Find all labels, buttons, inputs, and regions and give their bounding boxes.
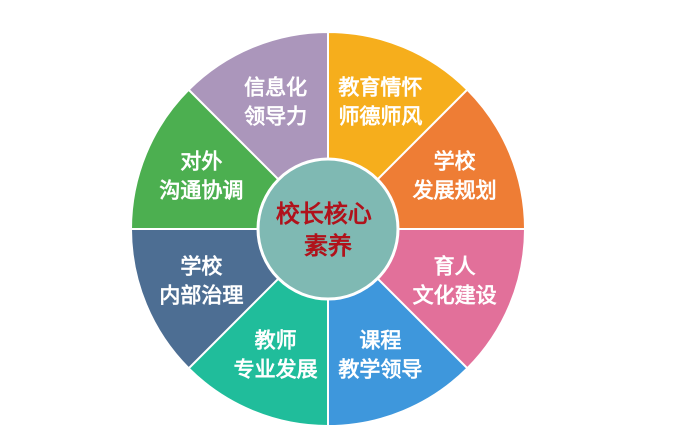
segment-label-teacher: 教师专业发展 (234, 329, 318, 382)
segment-label-governance-line-1: 学校 (180, 254, 223, 278)
segment-label-informatization: 信息化领导力 (244, 75, 307, 128)
segment-label-vision-line-1: 教育情怀 (338, 75, 422, 99)
segment-label-planning-line-2: 发展规划 (412, 179, 497, 203)
center-circle (256, 157, 400, 301)
segment-label-teacher-line-2: 专业发展 (234, 358, 318, 382)
segment-label-curriculum: 课程教学领导 (338, 329, 422, 382)
segment-label-communication: 对外沟通协调 (159, 150, 243, 203)
center-title-line-1: 校长核心 (276, 200, 372, 228)
segment-label-informatization-line-2: 领导力 (244, 104, 307, 128)
segment-label-curriculum-line-1: 课程 (359, 329, 401, 353)
segment-label-communication-line-2: 沟通协调 (159, 179, 243, 203)
center-title-line-2: 素养 (304, 232, 352, 260)
segment-label-planning: 学校发展规划 (412, 150, 497, 203)
segment-label-governance: 学校内部治理 (159, 254, 243, 307)
segment-label-teacher-line-1: 教师 (255, 329, 297, 353)
segment-label-culture: 育人文化建设 (413, 254, 497, 307)
center-title: 校长核心 素养 (276, 200, 380, 260)
segment-label-informatization-line-1: 信息化 (244, 75, 307, 99)
segment-label-planning-line-1: 学校 (434, 150, 477, 174)
wheel-labels: 教育情怀师德师风学校发展规划育人文化建设课程教学领导教师专业发展学校内部治理对外… (159, 75, 496, 381)
segment-label-curriculum-line-2: 教学领导 (338, 358, 422, 382)
segment-label-communication-line-1: 对外 (180, 150, 222, 174)
segment-label-vision-line-2: 师德师风 (338, 104, 422, 128)
segment-label-vision: 教育情怀师德师风 (338, 75, 422, 128)
segment-label-governance-line-2: 内部治理 (159, 283, 243, 307)
segment-label-culture-line-1: 育人 (434, 254, 476, 278)
segment-label-culture-line-2: 文化建设 (413, 283, 497, 307)
